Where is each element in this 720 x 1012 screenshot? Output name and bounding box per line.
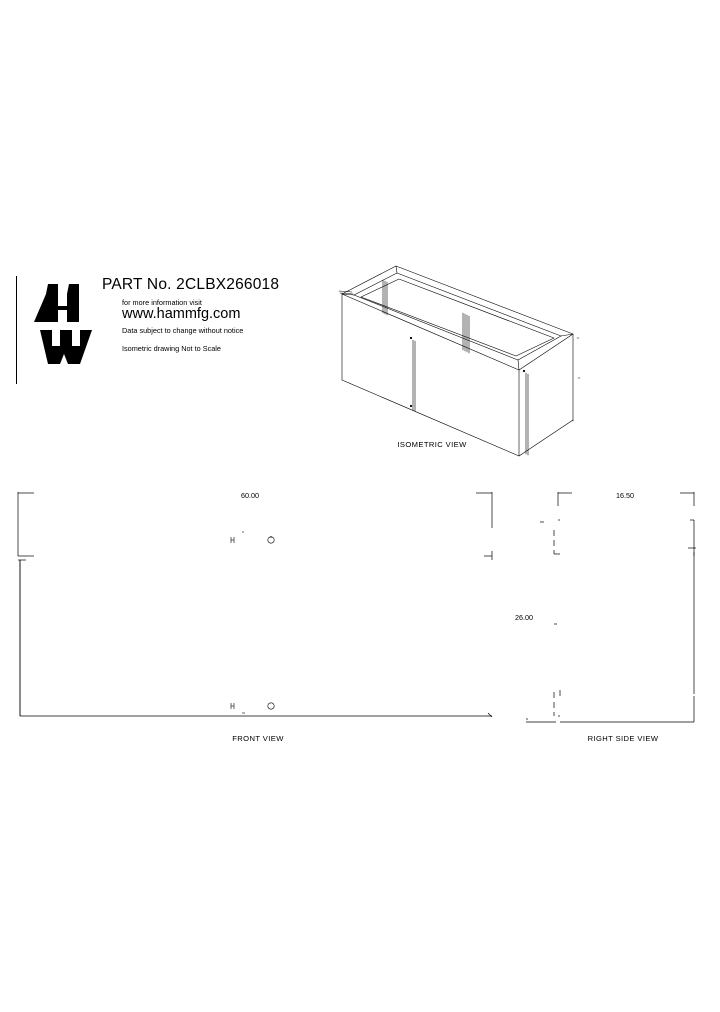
front-view-label: FRONT VIEW — [232, 734, 284, 743]
hammond-mfg-logo — [34, 284, 96, 368]
scale-note: Isometric drawing Not to Scale — [122, 344, 221, 353]
isometric-view: ISOMETRIC VIEW — [330, 258, 585, 493]
right-side-view-label: RIGHT SIDE VIEW — [587, 734, 659, 743]
right-side-view-geometry — [526, 492, 696, 723]
part-number-label: PART No. 2CLBX266018 — [102, 276, 280, 293]
right-side-view: 16.50 26.00 RIGHT SIDE VIEW — [510, 484, 715, 746]
isometric-view-label: ISOMETRIC VIEW — [397, 440, 467, 449]
front-view-width-dimension: 60.00 — [241, 491, 259, 500]
right-side-view-depth-dimension: 16.50 — [616, 491, 634, 500]
isometric-geometry — [338, 265, 581, 457]
disclaimer-text: Data subject to change without notice — [122, 326, 244, 335]
right-side-view-height-dimension: 26.00 — [515, 613, 533, 622]
info-line: for more information visit — [122, 298, 202, 307]
title-block-divider — [16, 276, 17, 384]
title-block: PART No. 2CLBX266018 for more informatio… — [16, 276, 316, 388]
front-view-geometry — [17, 492, 493, 718]
front-view: 60.00 FRONT VIEW — [8, 484, 508, 746]
website-url: www.hammfg.com — [122, 306, 241, 322]
